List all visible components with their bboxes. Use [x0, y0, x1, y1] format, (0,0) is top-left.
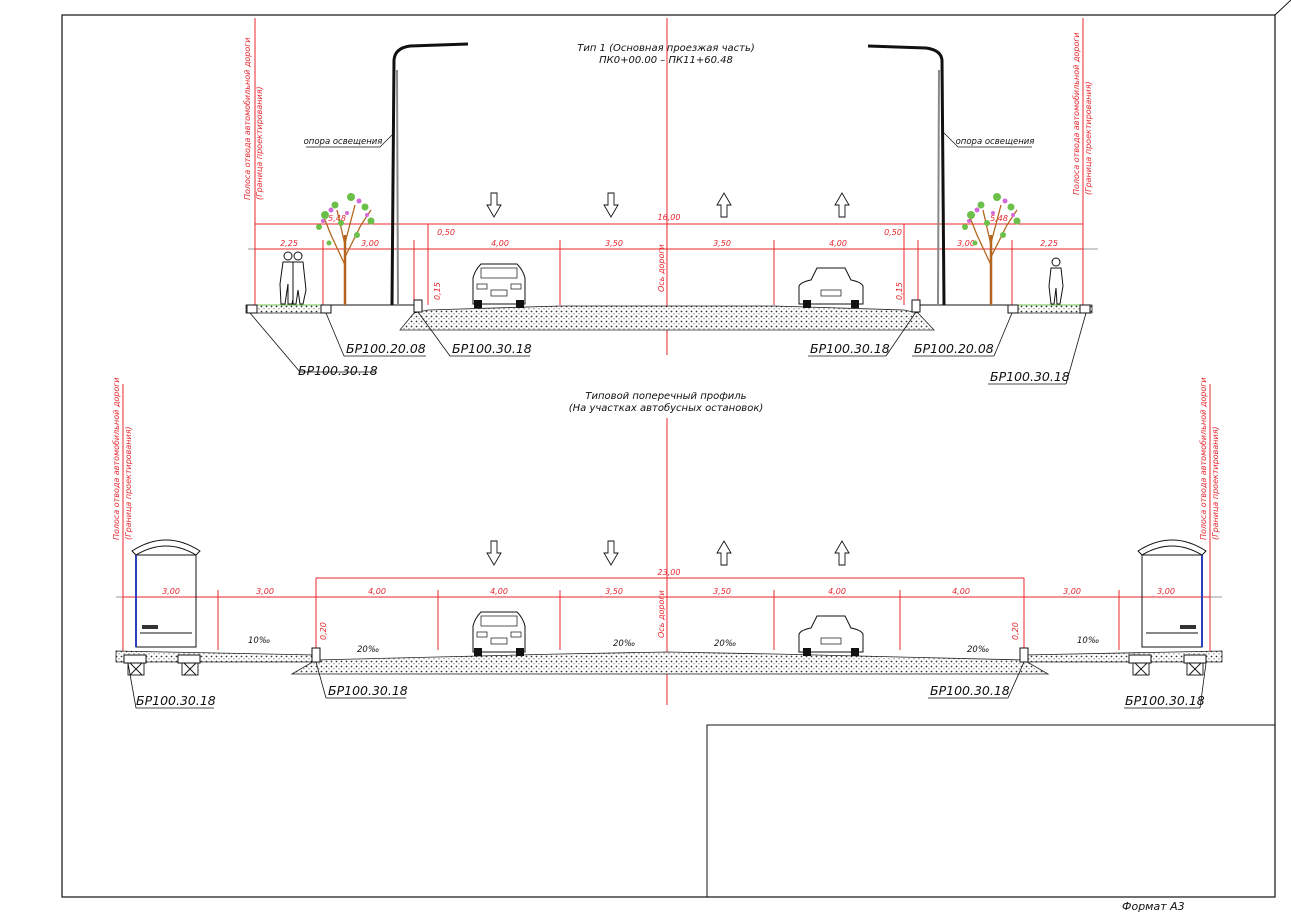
dim-lane-4: 4,00 [829, 239, 847, 248]
curb-height-right-2: 0,20 [1011, 622, 1020, 640]
dim-lane-2: 3,50 [605, 239, 623, 248]
section1-cross-profile: Тип 1 (Основная проезжая часть) ПК0+00.0… [243, 18, 1098, 385]
dim-2-4: 3,50 [605, 587, 623, 596]
dim-2-0: 3,00 [162, 587, 180, 596]
pedestrian-icon [1048, 257, 1064, 305]
section2-axis-label: Ось дороги [657, 590, 666, 638]
slope-label: 20‰ [357, 645, 379, 655]
right-boundary-label-2: Полоса отвода автомобильной дороги [1199, 377, 1208, 540]
right-boundary-label: Полоса отвода автомобильной дороги [1072, 32, 1081, 195]
left-boundary-sublabel-2: (Граница проектирования) [124, 426, 133, 540]
dim-shoulder-left: 0,50 [437, 228, 455, 237]
section1-title: Тип 1 (Основная проезжая часть) [577, 43, 755, 54]
curb-callout: БР100.30.18 [1125, 693, 1205, 708]
curb-callout: БР100.30.18 [298, 363, 378, 378]
curb-callout: БР100.30.18 [930, 683, 1010, 698]
dim-green-right: 3,00 [957, 239, 975, 248]
light-pole-label-right: опора освещения [956, 137, 1035, 147]
dim-2-6: 4,00 [828, 587, 846, 596]
section2-subtitle: (На участках автобусных остановок) [569, 402, 764, 414]
left-boundary-sublabel: (Граница проектирования) [255, 86, 264, 200]
section1-total-width: 16,00 [658, 213, 681, 222]
light-pole-label-left: опора освещения [304, 137, 383, 147]
dim-2-1: 3,00 [256, 587, 274, 596]
car-front-icon [472, 263, 526, 309]
dim-2-8: 3,00 [1063, 587, 1081, 596]
arrow-down-icon [603, 192, 619, 218]
curb-height-left-2: 0,20 [319, 622, 328, 640]
slope-label: 20‰ [613, 639, 635, 649]
pavement-structure [399, 305, 935, 331]
dim-2-2: 4,00 [368, 587, 386, 596]
left-boundary-label: Полоса отвода автомобильной дороги [243, 37, 252, 200]
sheet-frame [61, 14, 1276, 898]
curb-callout: БР100.20.08 [914, 341, 994, 356]
curb-callout: БР100.30.18 [136, 693, 216, 708]
arrow-up-icon [834, 192, 850, 218]
dim-sidewalk-left: 2,25 [280, 239, 298, 248]
arrow-down-icon [486, 540, 502, 566]
dim-lane-1: 4,00 [491, 239, 509, 248]
title-block [706, 724, 1276, 898]
curb-height-right: 0,15 [895, 282, 904, 300]
slope-label: 20‰ [967, 645, 989, 655]
curb-callout: БР100.20.08 [346, 341, 426, 356]
car-rear-icon [798, 267, 864, 309]
section2-cross-profile: Типовой поперечный профиль (На участках … [112, 377, 1223, 709]
dim-lane-3: 3,50 [713, 239, 731, 248]
dim-sidewalk-right: 2,25 [1040, 239, 1058, 248]
tree-height-left: 5,48 [328, 214, 346, 223]
tree-height-right: 5,48 [990, 214, 1008, 223]
section1-chainage: ПК0+00.00 – ПК11+60.48 [599, 55, 733, 66]
section1-axis-label: Ось дороги [657, 244, 666, 292]
dim-2-5: 3,50 [713, 587, 731, 596]
section2-total-width: 23,00 [658, 568, 681, 577]
section2-title: Типовой поперечный профиль [585, 391, 746, 402]
curb-callout: БР100.30.18 [990, 369, 1070, 384]
left-boundary-label-2: Полоса отвода автомобильной дороги [112, 377, 121, 540]
slope-label: 10‰ [1077, 636, 1099, 646]
pavement-structure-2 [290, 651, 1050, 675]
car-rear-icon [798, 615, 864, 657]
arrow-down-icon [486, 192, 502, 218]
arrow-up-icon [716, 540, 732, 566]
dim-shoulder-right: 0,50 [884, 228, 902, 237]
curb-callout: БР100.30.18 [452, 341, 532, 356]
curb-height-left: 0,15 [433, 282, 442, 300]
dim-2-9: 3,00 [1157, 587, 1175, 596]
slope-label: 20‰ [714, 639, 736, 649]
arrow-up-icon [716, 192, 732, 218]
right-boundary-sublabel: (Граница проектирования) [1084, 81, 1093, 195]
arrow-down-icon [603, 540, 619, 566]
right-boundary-sublabel-2: (Граница проектирования) [1211, 426, 1220, 540]
format-label: Формат А3 [1122, 900, 1185, 912]
curb-callout: БР100.30.18 [810, 341, 890, 356]
car-front-icon [472, 611, 526, 657]
light-pole-left [390, 42, 469, 306]
arrow-up-icon [834, 540, 850, 566]
dim-2-7: 4,00 [952, 587, 970, 596]
dim-green-left: 3,00 [361, 239, 379, 248]
slope-label: 10‰ [248, 636, 270, 646]
curb-callout: БР100.30.18 [328, 683, 408, 698]
light-pole-right [867, 44, 946, 306]
pedestrians-icon [279, 251, 307, 305]
dim-2-3: 4,00 [490, 587, 508, 596]
